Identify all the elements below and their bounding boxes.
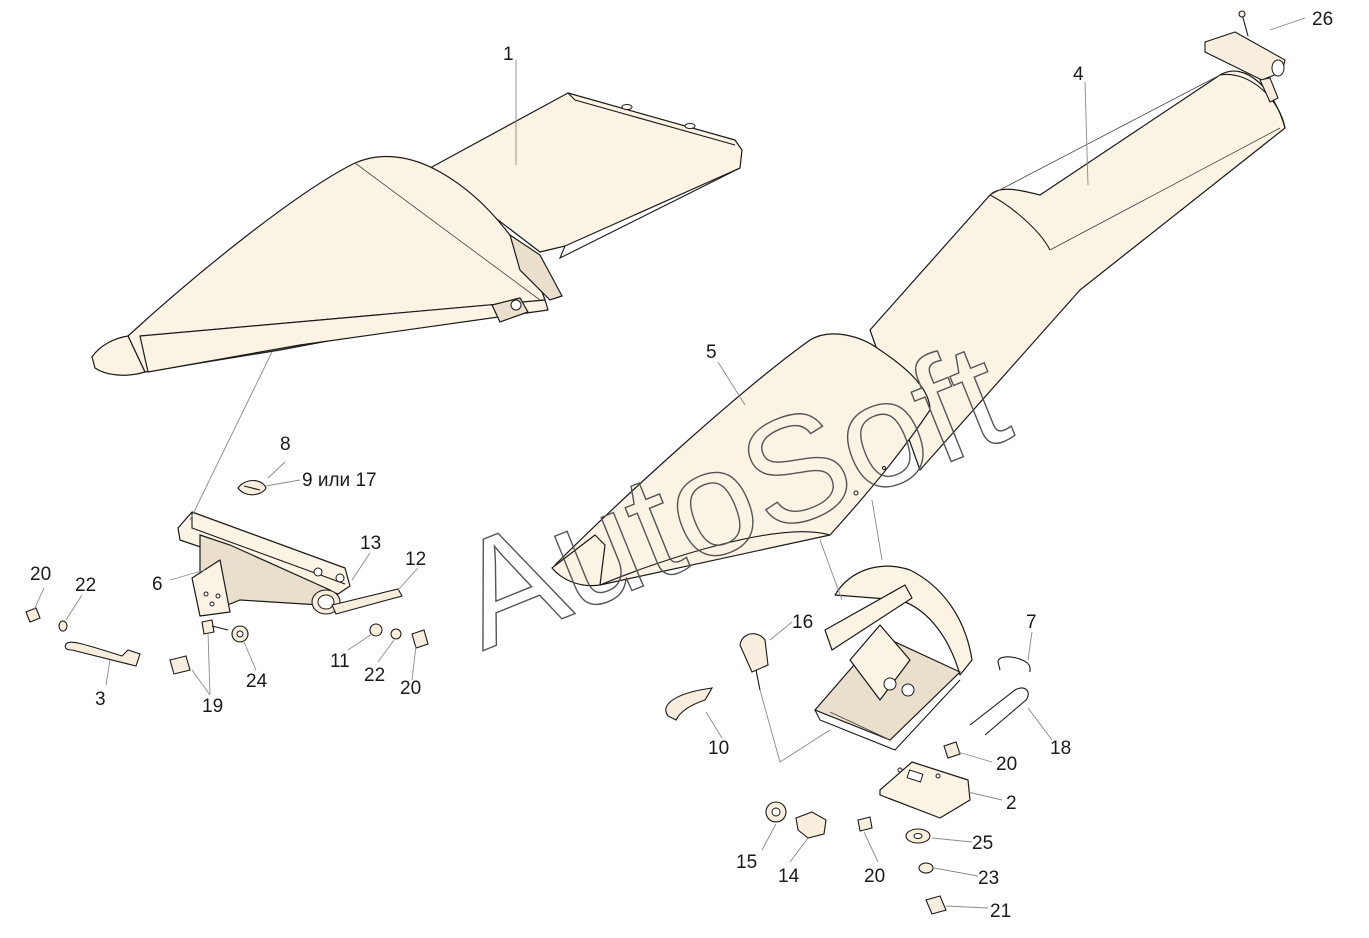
callout-11: 11 (330, 651, 350, 672)
callout-1: 1 (503, 44, 514, 65)
callout-5: 5 (706, 342, 717, 363)
part-26-latch (1204, 10, 1286, 103)
callout-14: 14 (778, 866, 800, 887)
callout-20-right-upper: 20 (996, 754, 1017, 775)
callout-24: 24 (246, 671, 268, 692)
callout-20-left-mid: 20 (400, 678, 421, 699)
callout-20-far-left: 20 (30, 564, 51, 585)
callout-22-left-mid: 22 (364, 665, 385, 686)
callout-12: 12 (405, 549, 426, 570)
leader-lines (33, 17, 1306, 909)
callout-13: 13 (360, 533, 381, 554)
part-6-bracket (177, 511, 351, 617)
part-8-clip (237, 479, 267, 496)
part-1-divider-left (91, 92, 743, 376)
callout-21: 21 (990, 901, 1011, 922)
callout-23: 23 (978, 868, 999, 889)
callouts: 1 2 3 4 5 6 7 8 9 или 17 10 11 12 13 14 … (30, 9, 1333, 922)
part-4-tube (869, 70, 1286, 471)
callout-2: 2 (1006, 793, 1017, 814)
right-frame-assembly (813, 565, 973, 751)
callout-7: 7 (1026, 612, 1037, 633)
callout-19: 19 (202, 696, 223, 717)
callout-22-far-left: 22 (75, 575, 96, 596)
callout-6: 6 (152, 574, 163, 595)
callout-9-or-17: 9 или 17 (302, 470, 377, 491)
callout-20-right-lower: 20 (864, 866, 885, 887)
left-hardware (25, 607, 429, 675)
callout-3: 3 (95, 689, 106, 710)
callout-16: 16 (792, 612, 813, 633)
part-13-plate (331, 588, 403, 615)
callout-15: 15 (736, 852, 757, 873)
right-hardware (665, 633, 1031, 915)
callout-18: 18 (1050, 738, 1071, 759)
callout-10: 10 (708, 738, 729, 759)
callout-8: 8 (280, 434, 291, 455)
callout-25: 25 (972, 833, 993, 854)
callout-26: 26 (1312, 9, 1333, 30)
part-5-nose-right (551, 333, 931, 587)
callout-4: 4 (1073, 64, 1084, 85)
